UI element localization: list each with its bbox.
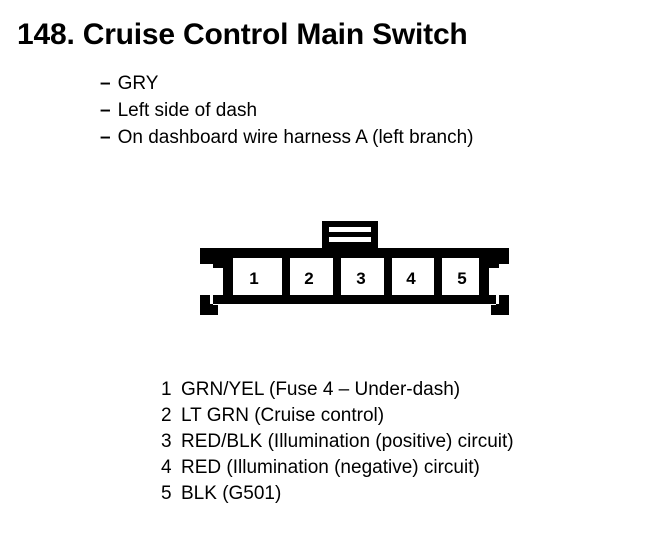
cavity-end-walls [213, 258, 499, 299]
note-text: Left side of dash [117, 100, 258, 121]
pin-legend-row: 2 LT GRN (Cruise control) [161, 403, 514, 429]
pin-legend-list: 1 GRN/YEL (Fuse 4 – Under-dash) 2 LT GRN… [161, 377, 514, 507]
pin-description: RED/BLK (Illumination (positive) circuit… [181, 431, 514, 452]
cavity-left-wall-bar [223, 258, 233, 299]
pin-description: LT GRN (Cruise control) [181, 405, 385, 426]
cavity-number-2: 2 [304, 269, 313, 288]
pin-legend-row: 1 GRN/YEL (Fuse 4 – Under-dash) [161, 377, 514, 403]
cavity-number-5: 5 [457, 269, 466, 288]
pin-description: RED (Illumination (negative) circuit) [181, 457, 480, 478]
connector-outline-svg: 1 2 3 4 5 [200, 221, 509, 315]
latch-tab-body [322, 221, 378, 251]
page-title: 148. Cruise Control Main Switch [17, 18, 468, 51]
connector-notes-list: – GRY – Left side of dash – On dashboard… [100, 70, 474, 151]
dash-marker-icon: – [100, 127, 111, 148]
housing-left-foot [200, 295, 210, 315]
cavity-number-4: 4 [406, 269, 416, 288]
pin-number: 1 [161, 379, 172, 400]
cavity-right-wall-bar [479, 258, 489, 299]
cavity-number-3: 3 [356, 269, 365, 288]
dash-marker-icon: – [100, 73, 111, 94]
housing-right-ear [499, 248, 509, 264]
pin-number: 3 [161, 431, 172, 452]
housing-top-rail [200, 248, 509, 258]
connector-housing [200, 221, 509, 315]
cavity-dividers [282, 258, 442, 299]
housing-left-ear [200, 248, 210, 264]
pin-description: BLK (G501) [181, 483, 282, 504]
connector-diagram: 1 2 3 4 5 [196, 216, 516, 322]
note-item: – Left side of dash [100, 97, 474, 124]
housing-bottom-rail [213, 295, 496, 304]
cavity-divider [434, 258, 442, 299]
pin-description: GRN/YEL (Fuse 4 – Under-dash) [181, 379, 461, 400]
note-text: On dashboard wire harness A (left branch… [117, 127, 474, 148]
cavity-divider [333, 258, 341, 299]
pin-legend-row: 5 BLK (G501) [161, 481, 514, 507]
note-text: GRY [117, 73, 159, 94]
pin-number: 2 [161, 405, 172, 426]
dash-marker-icon: – [100, 100, 111, 121]
latch-tab-rib-slot [329, 227, 371, 232]
cavity-number-1: 1 [249, 269, 258, 288]
pin-legend-row: 3 RED/BLK (Illumination (positive) circu… [161, 429, 514, 455]
cavity-right-wall-step [479, 258, 499, 268]
cavity-number-group: 1 2 3 4 5 [249, 269, 466, 288]
pin-number: 4 [161, 457, 172, 478]
cavity-divider [282, 258, 290, 299]
housing-right-foot [499, 295, 509, 315]
pin-legend-row: 4 RED (Illumination (negative) circuit) [161, 455, 514, 481]
latch-tab [322, 221, 378, 251]
cavity-divider [384, 258, 392, 299]
note-item: – GRY [100, 70, 474, 97]
note-item: – On dashboard wire harness A (left bran… [100, 124, 474, 151]
latch-tab-rib-slot [329, 237, 371, 242]
cavity-left-wall-step [213, 258, 233, 268]
pin-number: 5 [161, 483, 172, 504]
